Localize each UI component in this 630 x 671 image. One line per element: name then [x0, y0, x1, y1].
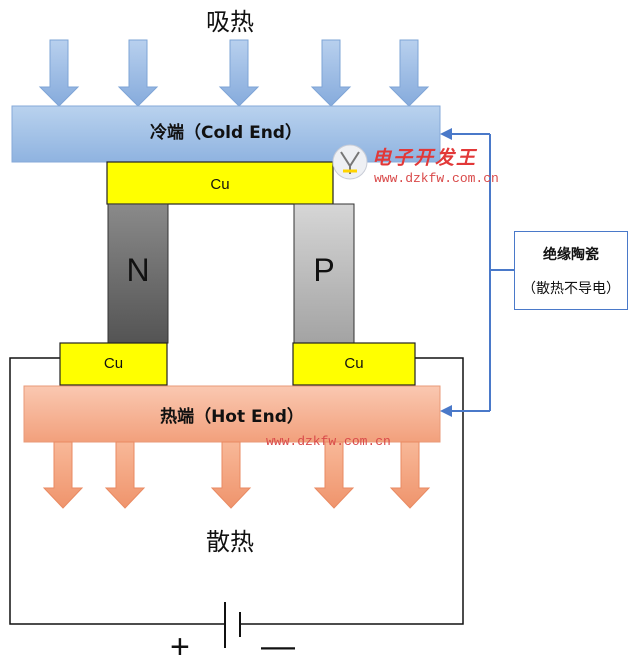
absorb-arrow	[388, 39, 430, 107]
connector-arrowhead-top	[440, 128, 452, 140]
copper-bottom-left	[59, 342, 168, 386]
copper-top	[106, 161, 334, 205]
p-leg	[293, 203, 355, 344]
cold-end-label: 冷端（Cold End）	[150, 123, 302, 143]
antenna-logo-icon	[332, 144, 368, 180]
p-leg-label: P	[313, 252, 335, 288]
dissipate-arrow	[313, 441, 355, 509]
watermark-site-name: 电子开发王	[372, 147, 478, 169]
dissipate-arrow	[210, 441, 252, 509]
heat-dissipate-arrows	[42, 441, 431, 509]
insulator-connector	[448, 133, 514, 412]
n-leg-label: N	[126, 252, 150, 288]
watermark-url-top: www.dzkfw.com.cn	[374, 171, 499, 186]
absorb-arrow	[38, 39, 80, 107]
hot-end-label: 热端（Hot End）	[160, 407, 304, 427]
connector-arrowhead-bottom	[440, 405, 452, 417]
battery-plus-sign: +	[170, 628, 190, 666]
dissipate-heat-label: 散热	[206, 528, 254, 556]
hot-end-plate	[23, 385, 441, 443]
watermark-url-bottom: www.dzkfw.com.cn	[266, 434, 391, 449]
copper-bottom-right	[292, 342, 416, 386]
dissipate-arrow	[42, 441, 84, 509]
circuit-wire-left	[9, 357, 225, 625]
n-leg	[107, 203, 169, 344]
dissipate-arrow	[389, 441, 431, 509]
heat-absorb-arrows	[38, 39, 430, 107]
insulator-title: 绝缘陶瓷	[543, 247, 599, 263]
copper-bottom-left-label: Cu	[103, 355, 124, 372]
absorb-arrow	[218, 39, 260, 107]
insulator-callout-box	[514, 231, 628, 310]
copper-bottom-right-label: Cu	[344, 355, 364, 372]
insulator-note: （散热不导电）	[522, 281, 620, 297]
circuit-wire-right	[240, 357, 464, 625]
battery-minus-sign: —	[261, 627, 295, 665]
absorb-arrow	[310, 39, 352, 107]
cold-end-plate	[11, 105, 441, 163]
absorb-arrow	[117, 39, 159, 107]
absorb-heat-label: 吸热	[206, 8, 254, 36]
dissipate-arrow	[104, 441, 146, 509]
copper-top-label: Cu	[210, 176, 230, 193]
